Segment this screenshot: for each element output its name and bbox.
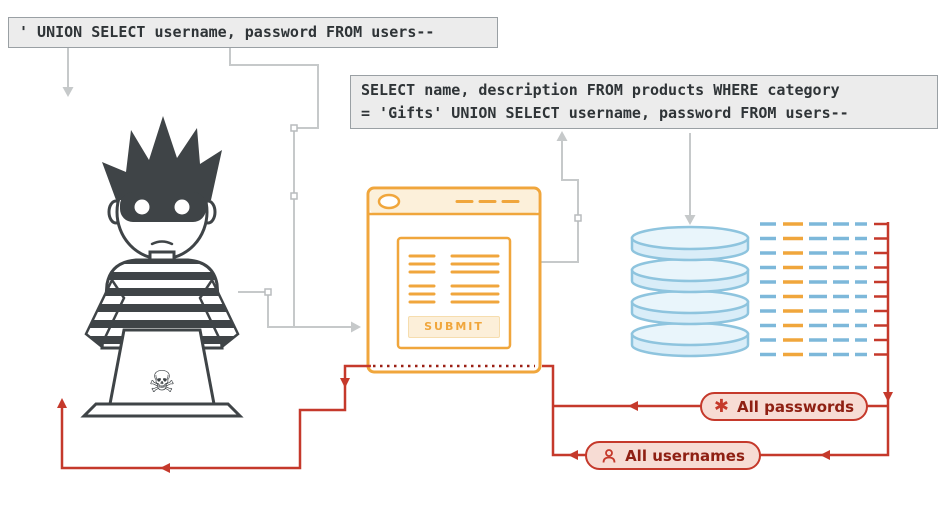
hacker-hair <box>102 116 222 200</box>
sql-query-line-1: SELECT name, description FROM products W… <box>361 81 840 99</box>
hacker-eye <box>134 199 150 215</box>
db-disk <box>630 225 750 262</box>
form-lines <box>408 254 500 304</box>
injection-code-text: ' UNION SELECT username, password FROM u… <box>19 23 435 41</box>
user-icon <box>601 448 617 464</box>
db-disk <box>630 321 750 358</box>
laptop-base <box>80 402 244 418</box>
injection-code-box: ' UNION SELECT username, password FROM u… <box>8 17 498 48</box>
connector-nodes <box>264 124 582 296</box>
hacker-illustration: ☠ <box>80 116 244 418</box>
skull-icon: ☠ <box>149 365 176 400</box>
red-arrowheads <box>57 378 893 473</box>
submit-button[interactable]: SUBMIT <box>408 316 500 338</box>
database-icon <box>630 225 750 358</box>
sql-query-code-box: SELECT name, description FROM products W… <box>350 75 938 129</box>
all-passwords-label: All passwords <box>737 397 855 416</box>
all-usernames-label: All usernames <box>625 446 745 465</box>
hacker-arm <box>198 277 240 348</box>
sql-query-line-2: = 'Gifts' UNION SELECT username, passwor… <box>361 104 849 122</box>
all-passwords-badge: ✱ All passwords <box>700 392 868 421</box>
hacker-mask <box>120 192 206 222</box>
hacker-eye <box>174 199 190 215</box>
browser-window-illustration <box>366 186 542 374</box>
browser-address-oval <box>377 193 401 210</box>
hacker-arm <box>84 277 126 348</box>
hacker-torso <box>100 258 224 350</box>
asterisk-icon: ✱ <box>713 395 730 417</box>
all-usernames-badge: All usernames <box>585 441 761 470</box>
db-disk <box>630 257 750 294</box>
hacker-mouth <box>150 240 174 246</box>
table-data <box>760 222 887 357</box>
browser-header <box>370 190 538 213</box>
db-disk <box>630 289 750 326</box>
gray-flow-arrows <box>62 48 696 333</box>
